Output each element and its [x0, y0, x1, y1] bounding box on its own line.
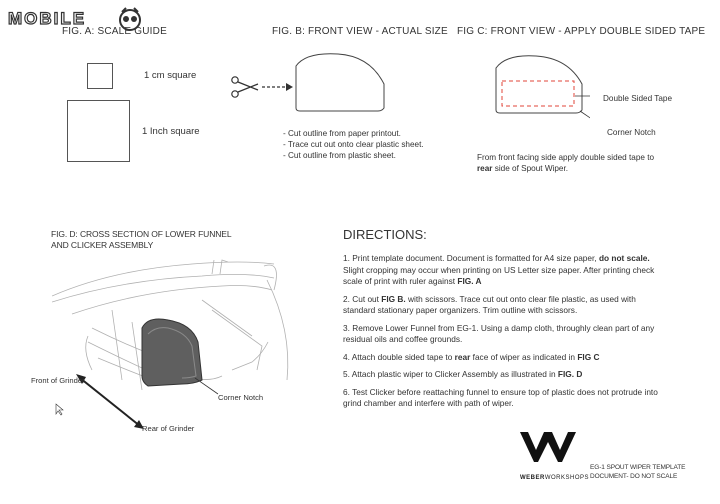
fig-c-note-bold: rear: [477, 164, 493, 173]
fig-d-drawing: [52, 259, 289, 429]
s1-b: do not scale.: [598, 253, 650, 263]
fig-c-note: From front facing side apply double side…: [477, 152, 667, 174]
watermark: MOBILE: [7, 6, 148, 32]
s5-b: FIG. D: [557, 369, 583, 379]
fig-b-step: - Trace cut out onto clear plastic sheet…: [283, 140, 424, 149]
brand-name: WEBERWORKSHOPS: [520, 475, 589, 481]
template-line-1: EG-1 SPOUT WIPER TEMPLATE: [590, 464, 686, 471]
wiper-outline-c: [495, 55, 583, 114]
fig-b-drawing: [231, 53, 385, 112]
s4-c: face of wiper as indicated in: [470, 351, 578, 362]
direction-step-6: 6. Test Clicker before reattaching funne…: [343, 386, 658, 409]
fig-c-note-pre: From front facing side apply double side…: [477, 153, 655, 162]
weber-workshops-logo-icon: [520, 432, 576, 462]
brand-bold: WEBER: [520, 475, 545, 481]
s4-b: rear: [454, 351, 471, 362]
wiper-outline-b: [295, 53, 385, 112]
brand-light: WORKSHOPS: [544, 475, 590, 481]
fig-d-title-line1: FIG. D: CROSS SECTION OF LOWER FUNNEL: [51, 229, 232, 239]
s1-c: Slight cropping may occur when printing …: [343, 264, 655, 287]
direction-step-2: 2. Cut out FIG B. with scissors. Trace c…: [343, 294, 661, 317]
corner-notch-label-c: Corner Notch: [607, 128, 656, 137]
tape-label: Double Sided Tape: [603, 94, 673, 103]
direction-step-1: 1. Print template document. Document is …: [343, 253, 661, 288]
fig-d-title-line2: AND CLICKER ASSEMBLY: [51, 240, 154, 250]
fig-b-step: - Cut outline from paper printout.: [283, 129, 401, 138]
directions-title: DIRECTIONS:: [343, 227, 427, 242]
direction-step-5: 5. Attach plastic wiper to Clicker Assem…: [343, 369, 661, 381]
inch-square: [67, 100, 130, 162]
fig-c-title: FIG C: FRONT VIEW - APPLY DOUBLE SIDED T…: [457, 26, 706, 37]
fig-c-drawing: [495, 55, 590, 119]
tape-rect: [501, 80, 575, 107]
fig-d-title: FIG. D: CROSS SECTION OF LOWER FUNNEL AN…: [51, 229, 232, 251]
front-of-grinder-label: Front of Grinder: [31, 376, 85, 385]
fig-c-note-post: side of Spout Wiper.: [492, 164, 569, 173]
template-line-2: DOCUMENT- DO NOT SCALE: [590, 473, 678, 480]
fig-a-title: FIG. A: SCALE GUIDE: [62, 26, 167, 37]
inch-label: 1 Inch square: [142, 126, 200, 137]
watermark-text: MOBILE: [7, 8, 87, 28]
s1-a: 1. Print template document. Document is …: [343, 253, 599, 263]
s4-d: FIG C: [577, 351, 600, 362]
rear-of-grinder-label: Rear of Grinder: [142, 424, 195, 433]
directions-list: 1. Print template document. Document is …: [343, 253, 661, 416]
s2-a: 2. Cut out: [343, 293, 382, 304]
owl-logo-icon: [119, 7, 141, 31]
fig-b-step: - Cut outline from plastic sheet.: [283, 151, 396, 160]
cursor-icon: [55, 403, 64, 416]
s2-b: FIG B.: [381, 293, 406, 304]
corner-notch-label-d: Corner Notch: [218, 393, 264, 402]
plastic-wiper-shape: [141, 318, 203, 387]
direction-step-4: 4. Attach double sided tape to rear face…: [343, 352, 661, 364]
s4-a: 4. Attach double sided tape to: [343, 351, 455, 362]
s2-c: with scissors. Trace cut out onto clear …: [343, 293, 636, 316]
fig-b-title: FIG. B: FRONT VIEW - ACTUAL SIZE: [272, 26, 448, 37]
s5-a: 5. Attach plastic wiper to Clicker Assem…: [343, 369, 558, 379]
scissors-icon: [231, 76, 259, 98]
s1-d: FIG. A: [457, 276, 482, 286]
template-label: EG-1 SPOUT WIPER TEMPLATE DOCUMENT- DO N…: [590, 463, 685, 481]
fig-b-steps: - Cut outline from paper printout. - Tra…: [283, 128, 424, 161]
cm-square: [87, 63, 113, 89]
direction-step-3: 3. Remove Lower Funnel from EG-1. Using …: [343, 322, 655, 345]
cm-label: 1 cm square: [144, 70, 197, 81]
